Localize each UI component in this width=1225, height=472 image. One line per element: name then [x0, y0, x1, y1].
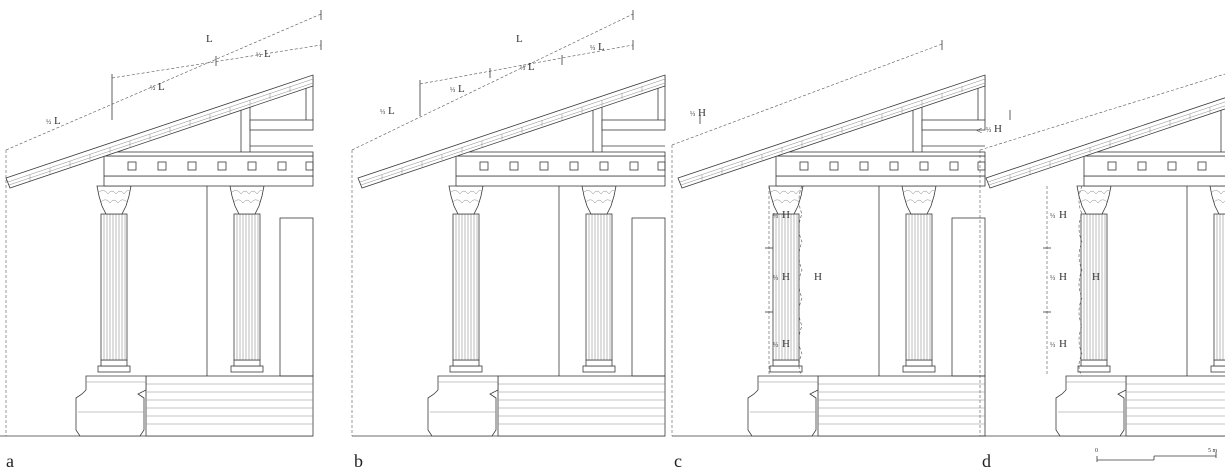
label-column-third-3-d: ⅓ H [1050, 338, 1067, 350]
dimension-line-thirds-b [419, 44, 634, 85]
label-middle-third-b: ⅓ L [520, 61, 535, 73]
letter-roof-c: H [698, 107, 706, 119]
letter-roof-d: H [994, 123, 1002, 135]
dimension-line-roof-d [979, 73, 1225, 151]
label-total-length-b: L [516, 33, 523, 45]
label-upper-third-b: ⅓ L [590, 41, 605, 53]
letter-upper-b: L [598, 41, 605, 53]
fraction-col3-d: ⅓ [1050, 341, 1055, 349]
fraction-col2-c: ⅓ [773, 274, 778, 282]
label-roof-less-third-d: < ⅓ H [976, 123, 1002, 137]
label-upper-half-a: ½ L [256, 48, 271, 60]
label-column-third-2-d: ⅓ H [1050, 271, 1067, 283]
panel-letter-a: a [6, 451, 14, 471]
temple-elevation-c [671, 74, 986, 437]
temple-elevation-d [979, 74, 1225, 437]
panel-letter-c: c [674, 451, 682, 471]
letter-col3-d: H [1059, 338, 1067, 350]
temple-elevation-a [0, 74, 314, 437]
fraction-lower-a: ½ [46, 118, 51, 126]
label-column-third-1-d: ⅓ H [1050, 209, 1067, 221]
dimension-line-roof-c [671, 43, 943, 146]
fraction-upper-b: ⅓ [590, 44, 595, 52]
label-column-third-3-c: ⅓ H [773, 338, 790, 350]
fraction-middle-b: ⅓ [520, 64, 525, 72]
dimension-line-total-a [5, 13, 322, 151]
fraction-roof-d: ⅓ [986, 126, 991, 134]
panel-letter-d: d [982, 451, 991, 471]
panel-b: L ⅓ L ⅓ L ⅓ L ⅓ L b [351, 10, 666, 471]
letter-col1-c: H [782, 209, 790, 221]
label-roof-third-c: ⅓ H [690, 107, 706, 119]
label-column-height-d: H [1092, 271, 1100, 283]
letter-col3-c: H [782, 338, 790, 350]
fraction-col2-d: ⅓ [1050, 274, 1055, 282]
scale-bar: 0 5 m [1095, 448, 1218, 462]
panel-c: ⅓ H ⅓ H ⅓ H ⅓ H H c [671, 40, 986, 471]
label-column-height-c: H [814, 271, 822, 283]
column-outline-dashed-d [1078, 185, 1083, 377]
label-lower-third-b: ⅓ L [380, 105, 395, 117]
fraction-lower-b: ⅓ [380, 108, 385, 116]
scale-bar-end: 5 m [1208, 448, 1218, 454]
letter-col1-d: H [1059, 209, 1067, 221]
letter-col2-d: H [1059, 271, 1067, 283]
scale-bar-start: 0 [1095, 448, 1098, 454]
letter-lower-b: L [388, 105, 395, 117]
label-lower-middle-third-b: ⅓ L [450, 83, 465, 95]
letter-middle-a: L [158, 81, 165, 93]
panel-a: L ½ L ½ L ½ L a [0, 10, 322, 471]
temple-elevation-b [351, 74, 666, 437]
panel-letter-b: b [354, 451, 363, 471]
letter-middle-b: L [528, 61, 535, 73]
fraction-upper-a: ½ [256, 51, 261, 59]
letter-upper-a: L [264, 48, 271, 60]
dimension-line-total-b [351, 13, 634, 151]
letter-lower-a: L [54, 115, 61, 127]
panel-d: < ⅓ H ⅓ H ⅓ H ⅓ H H d [976, 73, 1225, 471]
label-column-third-1-c: ⅓ H [773, 209, 790, 221]
dimension-line-upper-a [111, 44, 322, 79]
letter-lower-middle-b: L [458, 83, 465, 95]
label-column-third-2-c: ⅓ H [773, 271, 790, 283]
fraction-roof-c: ⅓ [690, 110, 695, 118]
label-total-length-a: L [206, 33, 213, 45]
column-outline-dashed-c [798, 185, 803, 377]
fraction-middle-a: ½ [150, 84, 155, 92]
fraction-col1-c: ⅓ [773, 212, 778, 220]
fraction-col3-c: ⅓ [773, 341, 778, 349]
label-lower-half-a: ½ L [46, 115, 61, 127]
letter-col2-c: H [782, 271, 790, 283]
fraction-lower-middle-b: ⅓ [450, 86, 455, 94]
label-middle-half-a: ½ L [150, 81, 165, 93]
fraction-col1-d: ⅓ [1050, 212, 1055, 220]
less-than-sign-d: < [976, 125, 982, 137]
